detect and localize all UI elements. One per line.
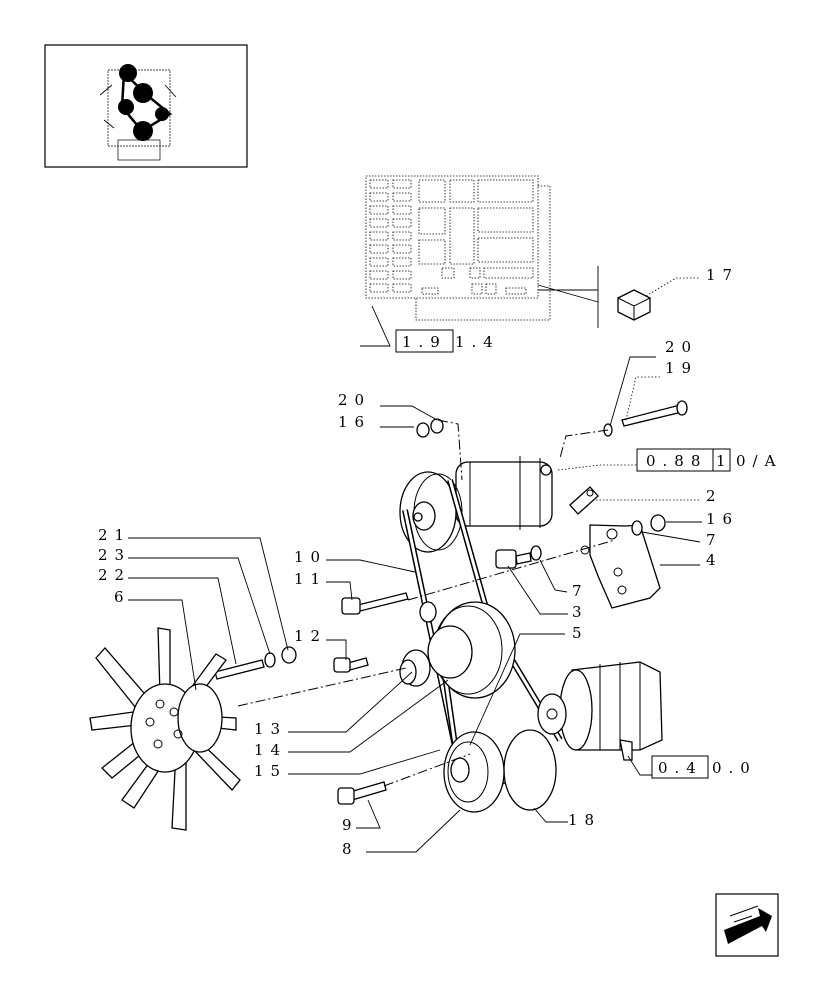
callout-16-left: 16 xyxy=(338,413,371,431)
starter-motor xyxy=(537,661,663,761)
callout-16-right: 16 xyxy=(706,510,739,528)
leader-lines xyxy=(128,277,702,853)
previous-page-arrow-icon[interactable] xyxy=(715,893,779,957)
callout-7-mid: 7 xyxy=(572,582,589,600)
callout-9: 9 xyxy=(342,816,359,834)
callout-17: 17 xyxy=(706,266,739,284)
callout-23: 23 xyxy=(98,546,131,564)
callout-15: 15 xyxy=(254,762,287,780)
reference-boxes xyxy=(395,329,731,779)
alternator xyxy=(399,456,553,553)
ref-alternator-rest: 0/A xyxy=(736,452,782,470)
ref-starter-boxed[interactable]: 0.4 xyxy=(658,759,703,777)
cooling-fan xyxy=(89,627,241,831)
callout-10: 10 xyxy=(294,548,327,566)
callout-21: 21 xyxy=(98,526,131,544)
callout-2: 2 xyxy=(706,487,723,505)
callout-4: 4 xyxy=(706,551,723,569)
ref-sheet-boxed[interactable]: 1.9 xyxy=(402,333,447,351)
callout-20-top: 20 xyxy=(665,338,698,356)
callout-3: 3 xyxy=(572,603,589,621)
ref-starter-rest: 0.0 xyxy=(712,759,757,777)
part-17-block xyxy=(617,289,651,321)
assembly-axes xyxy=(237,419,616,787)
engine-thumbnail-icon[interactable] xyxy=(44,44,248,168)
water-pump-pulley xyxy=(399,601,516,699)
callout-22: 22 xyxy=(98,566,131,584)
callout-12: 12 xyxy=(294,627,327,645)
ref-alternator-boxed[interactable]: 0.88 xyxy=(646,452,707,470)
callout-8: 8 xyxy=(342,840,359,858)
callout-18: 18 xyxy=(568,811,601,829)
washers-and-nuts xyxy=(264,418,666,668)
ref-alternator-box2[interactable]: 1 xyxy=(716,452,733,470)
crankshaft-pulley xyxy=(443,729,557,813)
brackets xyxy=(569,486,661,609)
reference-sheet-drawing xyxy=(365,175,599,328)
bolts xyxy=(214,400,688,805)
callout-11: 11 xyxy=(294,570,327,588)
callout-14: 14 xyxy=(254,741,287,759)
callout-7-right: 7 xyxy=(706,531,723,549)
callout-19: 19 xyxy=(665,359,698,377)
ref-sheet-rest: 1.4 xyxy=(455,333,500,351)
callout-5: 5 xyxy=(572,624,589,642)
callout-20-left: 20 xyxy=(338,391,371,409)
callout-13: 13 xyxy=(254,720,287,738)
callout-6: 6 xyxy=(114,588,131,606)
